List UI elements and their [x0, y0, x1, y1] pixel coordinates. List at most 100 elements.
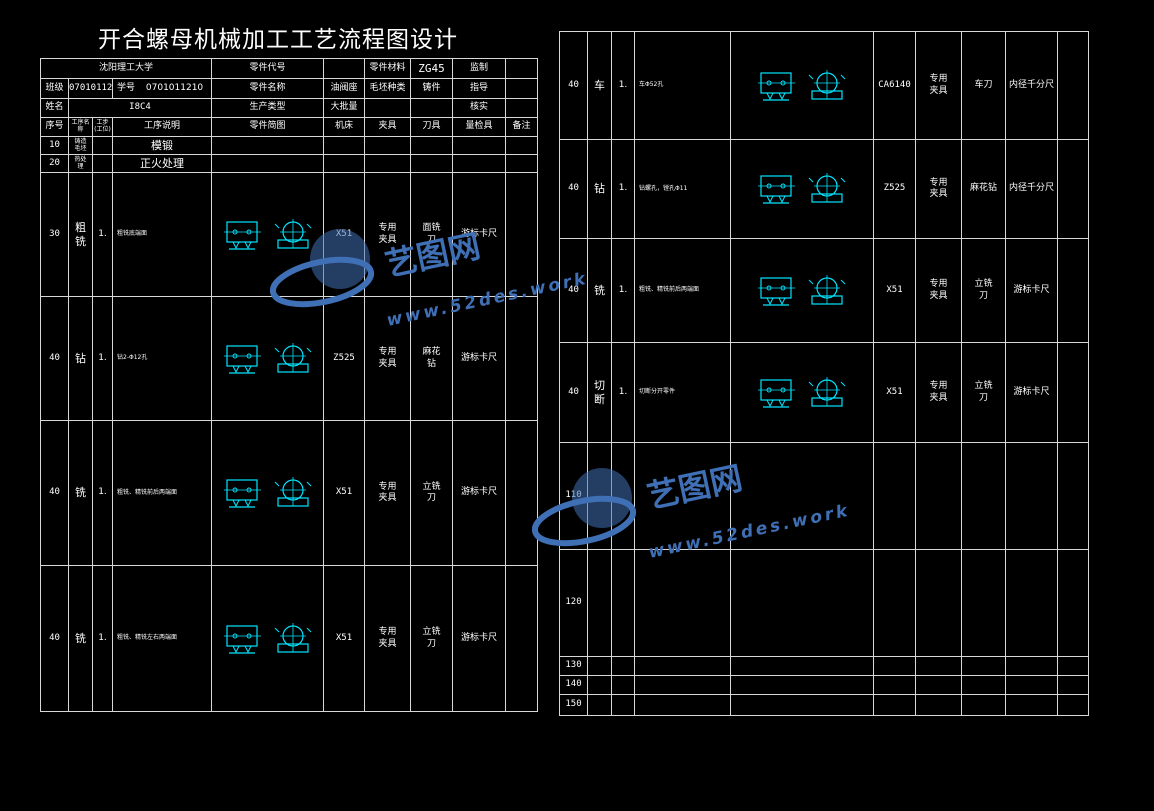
row-fixture: [915, 694, 962, 716]
front-view-icon: [758, 175, 795, 204]
col-sketch: 零件简图: [211, 117, 325, 137]
row-desc: 粗铣、精铣前后两端面: [111, 420, 213, 566]
row-note: [1057, 549, 1089, 657]
row-seq: 40: [40, 420, 69, 566]
row-seq: 40: [559, 342, 588, 443]
row-machine: X51: [323, 565, 366, 712]
front-view-icon: [758, 378, 795, 408]
row-proc-name: [587, 694, 612, 716]
row-tool: [410, 154, 454, 173]
row-seq: 40: [559, 31, 588, 140]
row-note: [1057, 675, 1089, 695]
row-tool: 麻花钻: [961, 139, 1006, 239]
row-sketch: [730, 238, 874, 343]
row-fixture: 专用夹具: [915, 238, 962, 343]
row-desc: [634, 694, 731, 716]
front-view-icon: [758, 276, 795, 306]
row-desc: 模锻: [111, 136, 213, 155]
row-step: 1.: [92, 420, 113, 566]
row-step: [611, 656, 635, 676]
row-gauge: [1005, 675, 1058, 695]
row-proc-name: [587, 549, 612, 657]
process-row: 120: [559, 549, 1089, 657]
row-desc: 切断分开零件: [634, 342, 731, 443]
front-view-icon: [223, 624, 261, 654]
row-step: 1.: [92, 565, 113, 712]
side-view-icon: [274, 622, 311, 653]
supervise-label: 监制: [452, 58, 507, 79]
row-note: [505, 565, 539, 712]
row-machine: X51: [323, 172, 366, 297]
row-fixture: [364, 136, 412, 155]
row-gauge: 游标卡尺: [452, 565, 507, 712]
review-value: [505, 98, 539, 118]
row-gauge: [1005, 656, 1058, 676]
row-machine: X51: [873, 238, 916, 343]
part-code-label: 零件代号: [211, 58, 325, 79]
name-label: 姓名: [40, 98, 69, 118]
material-value: ZG45: [410, 58, 454, 79]
row-sketch: [730, 675, 874, 695]
row-machine: X51: [873, 342, 916, 443]
row-fixture: [915, 656, 962, 676]
row-tool: [410, 136, 454, 155]
row-tool: 麻花钻: [410, 296, 454, 421]
col-proc-name: 工序名称: [68, 117, 93, 137]
row-step: [611, 675, 635, 695]
row-fixture: 专用夹具: [364, 172, 412, 297]
row-machine: [873, 694, 916, 716]
col-machine: 机床: [323, 117, 366, 137]
row-gauge: [452, 154, 507, 173]
row-seq: 10: [40, 136, 69, 155]
col-gauge: 量检具: [452, 117, 507, 137]
row-seq: 110: [559, 442, 588, 550]
row-step: [611, 549, 635, 657]
row-desc: 正火处理: [111, 154, 213, 173]
side-view-icon: [808, 376, 846, 407]
row-tool: 立铣刀: [410, 565, 454, 712]
row-sketch: [730, 31, 874, 140]
row-step: [92, 136, 113, 155]
row-proc-name: 钻: [68, 296, 93, 421]
row-desc: [634, 675, 731, 695]
row-seq: 40: [40, 296, 69, 421]
row-machine: [323, 154, 366, 173]
row-proc-name: [587, 675, 612, 695]
row-fixture: 专用夹具: [915, 31, 962, 140]
guide-value: [505, 78, 539, 99]
row-machine: CA6140: [873, 31, 916, 140]
row-machine: [323, 136, 366, 155]
process-row: 140: [559, 675, 1089, 695]
row-tool: 立铣刀: [961, 342, 1006, 443]
row-seq: 150: [559, 694, 588, 716]
row-fixture: [915, 442, 962, 550]
part-name-label: 零件名称: [211, 78, 325, 99]
page-title: 开合螺母机械加工工艺流程图设计: [98, 27, 458, 53]
col-note: 备注: [505, 117, 539, 137]
student-id-label: 学号: [117, 82, 136, 93]
row-proc-name: 钻: [587, 139, 612, 239]
row-note: [505, 420, 539, 566]
guide-label: 指导: [452, 78, 507, 99]
row-seq: 40: [40, 565, 69, 712]
part-name-value: 油阀座: [323, 78, 366, 99]
row-gauge: 游标卡尺: [1005, 238, 1058, 343]
left-process-table: 沈阳理工大学 零件代号 零件材料 ZG45 监制 班级 07010112 学号 …: [39, 58, 539, 712]
col-desc: 工序说明: [111, 117, 213, 137]
row-seq: 120: [559, 549, 588, 657]
row-proc-name: 铣: [68, 565, 93, 712]
row-gauge: 游标卡尺: [1005, 342, 1058, 443]
row-step: [611, 442, 635, 550]
row-note: [1057, 442, 1089, 550]
row-machine: Z525: [323, 296, 366, 421]
row-proc-name: 车: [587, 31, 612, 140]
row-machine: [873, 549, 916, 657]
name-value: I8C4: [67, 98, 213, 118]
row-proc-name: 铣: [68, 420, 93, 566]
row-gauge: [1005, 442, 1058, 550]
row-proc-name: 切断: [587, 342, 612, 443]
